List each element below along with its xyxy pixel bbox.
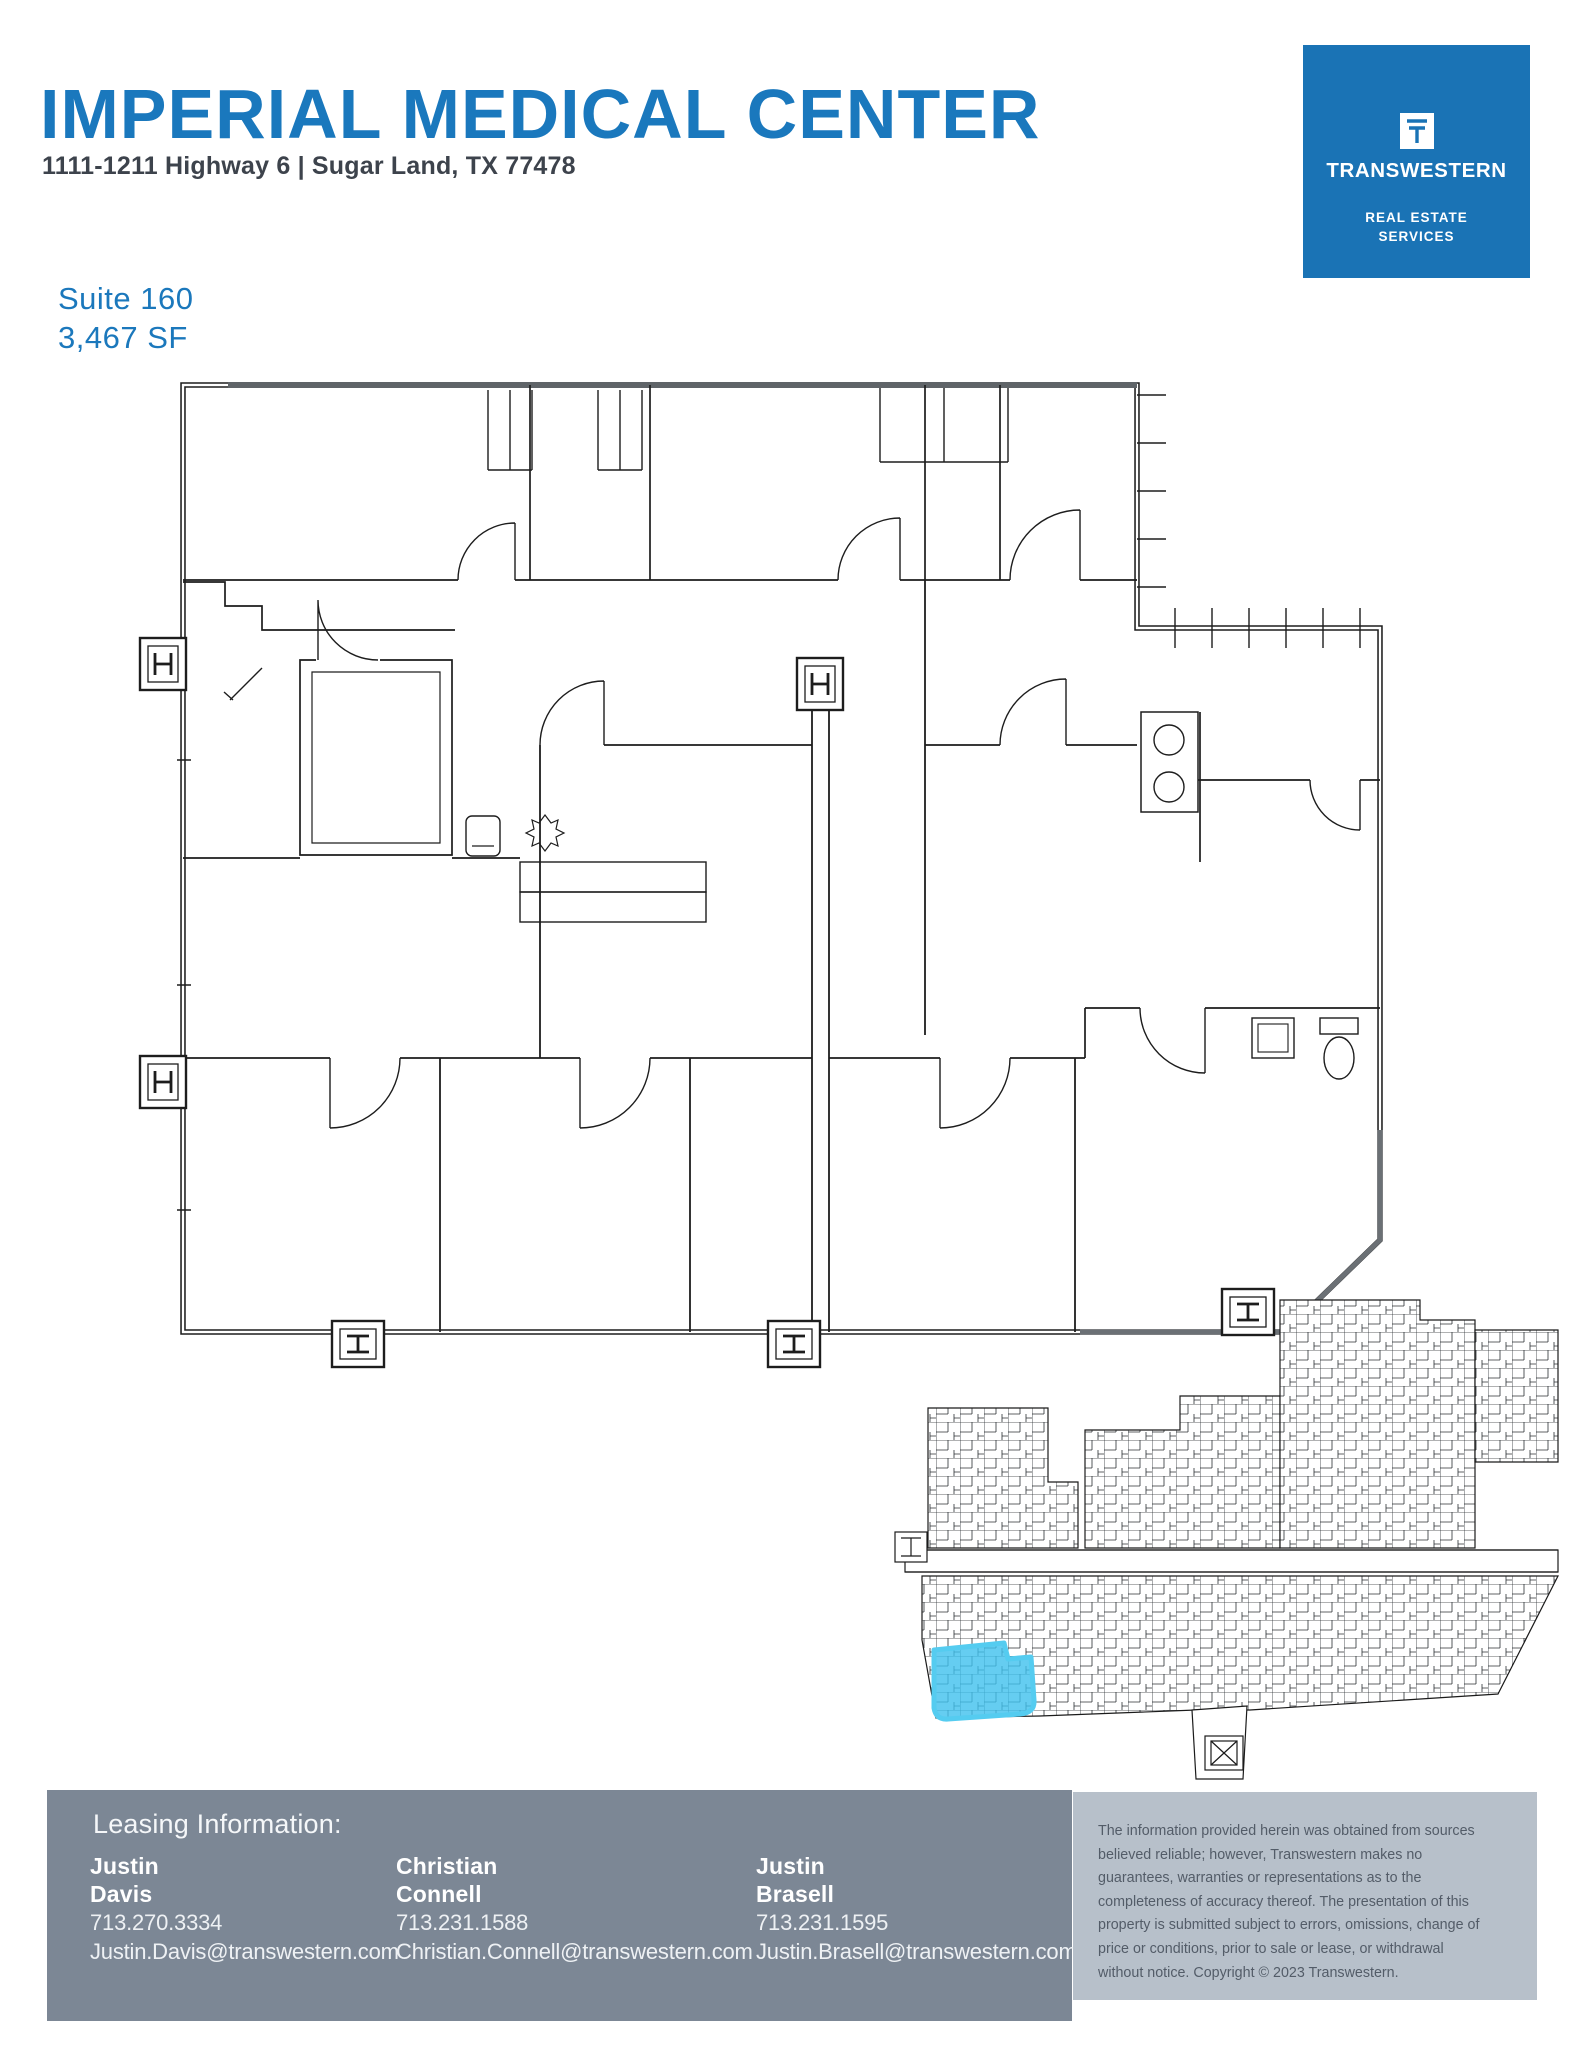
plant-icon [524, 814, 566, 852]
steel-column-i-icon [766, 1319, 822, 1369]
suite-label: Suite 160 [58, 281, 194, 316]
contact-last-name: Connell [396, 1881, 482, 1907]
steel-column-h-icon [138, 1054, 188, 1110]
contact-phone: 713.231.1588 [396, 1910, 529, 1935]
contact-first-name: Justin [90, 1853, 159, 1879]
brand-name: TRANSWESTERN [1326, 159, 1507, 182]
contact-email: Justin.Davis@transwestern.com [90, 1939, 399, 1964]
contact-last-name: Brasell [756, 1881, 835, 1907]
highlighted-suite [931, 1640, 1037, 1722]
steel-column-h-icon [138, 636, 188, 692]
contact-card: Justin Brasell 713.231.1595 Justin.Brase… [756, 1852, 1077, 1966]
transwestern-t-glyph [1407, 119, 1427, 143]
brand-tagline-line2: SERVICES [1378, 229, 1455, 244]
disclaimer-text: The information provided herein was obta… [1098, 1823, 1480, 1981]
kitchen-sink-icon [1140, 711, 1199, 813]
leasing-heading: Leasing Information: [93, 1809, 342, 1839]
suite-area: 3,467 SF [58, 320, 188, 355]
lavatory-icon [1251, 1017, 1295, 1059]
brand-tagline-line1: REAL ESTATE [1365, 210, 1468, 225]
footer-band [47, 1790, 1072, 2021]
main-suite-plan [138, 382, 1383, 1369]
sink-icon [465, 815, 501, 857]
steel-column-i-icon [1220, 1287, 1276, 1337]
steel-column-h-icon [795, 656, 845, 712]
contact-phone: 713.270.3334 [90, 1910, 223, 1935]
transwestern-t-icon [1400, 113, 1434, 149]
page-title: IMPERIAL MEDICAL CENTER [40, 75, 1041, 153]
key-plan [894, 1299, 1559, 1780]
property-address: 1111-1211 Highway 6 | Sugar Land, TX 774… [42, 152, 576, 180]
brand-block: TRANSWESTERN REAL ESTATE SERVICES [1303, 45, 1530, 278]
brand-tagline: REAL ESTATE SERVICES [1303, 208, 1530, 246]
stairwell-icon [1204, 1735, 1244, 1771]
contact-email: Christian.Connell@transwestern.com [396, 1939, 753, 1964]
toilet-icon [1319, 1017, 1359, 1080]
contact-phone: 713.231.1595 [756, 1910, 889, 1935]
contact-email: Justin.Brasell@transwestern.com [756, 1939, 1077, 1964]
contact-last-name: Davis [90, 1881, 153, 1907]
contact-card: Justin Davis 713.270.3334 Justin.Davis@t… [90, 1852, 400, 1966]
steel-column-i-icon [330, 1319, 386, 1369]
contact-first-name: Christian [396, 1853, 498, 1879]
contact-card: Christian Connell 713.231.1588 Christian… [396, 1852, 753, 1966]
contact-first-name: Justin [756, 1853, 825, 1879]
disclaimer-panel: The information provided herein was obta… [1073, 1792, 1537, 2000]
